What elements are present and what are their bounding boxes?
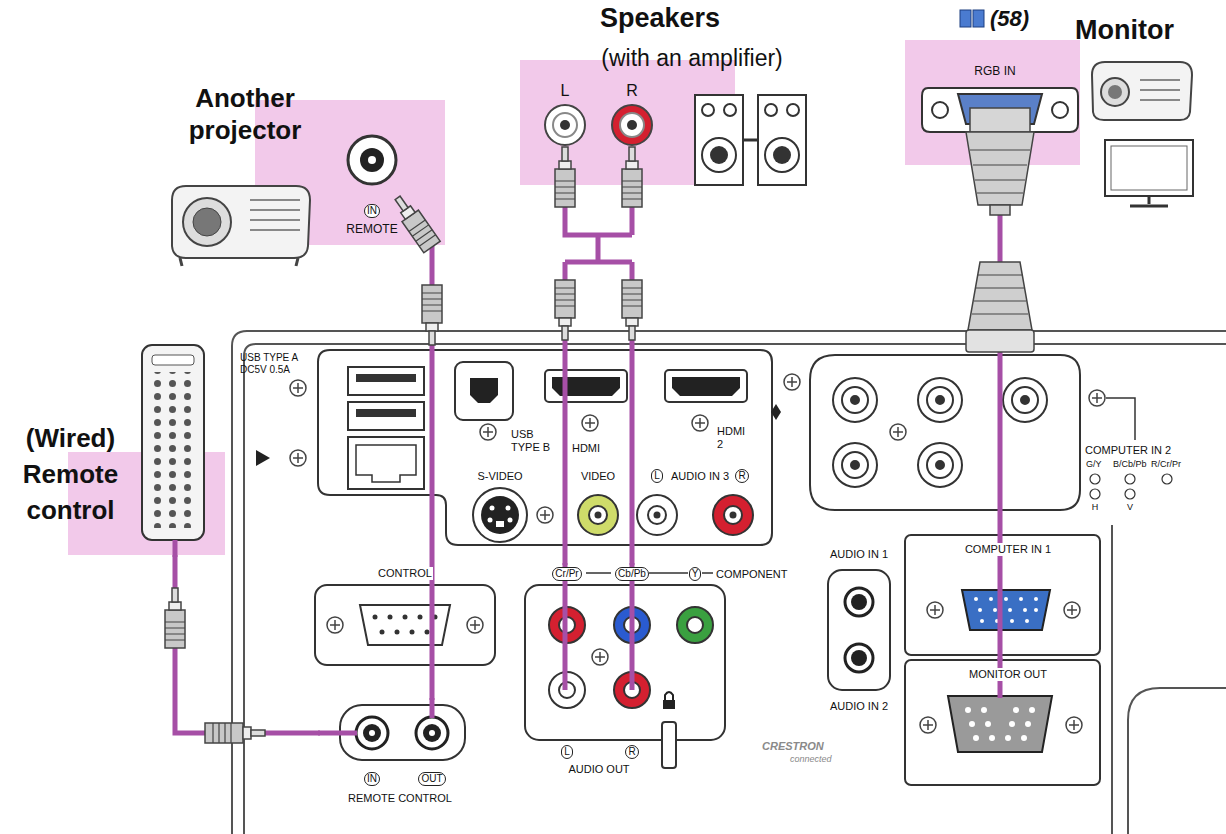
device-heading: Monitor bbox=[1075, 14, 1174, 46]
cable bbox=[175, 555, 320, 733]
channel-label: L bbox=[561, 82, 570, 100]
port-label: MONITOR OUT bbox=[968, 668, 1048, 681]
device-heading: Another projector bbox=[160, 82, 330, 146]
device-highlight: Speakers(with an amplifier)LR bbox=[520, 60, 735, 185]
port-label: S-VIDEO bbox=[476, 470, 523, 483]
channel-label: R bbox=[735, 469, 748, 483]
audio-in-drawing bbox=[828, 570, 890, 690]
signal-label: Y bbox=[689, 567, 702, 581]
signal-label: Cr/Pr bbox=[552, 567, 581, 581]
port-label: REMOTE CONTROL bbox=[347, 792, 453, 805]
bnc-panel-drawing bbox=[810, 355, 1172, 510]
computer-in-panel: COMPUTER IN 1 bbox=[905, 535, 1100, 655]
control-port-panel: CONTROL bbox=[315, 565, 495, 665]
signal-label: V bbox=[1127, 502, 1133, 513]
audio-in-panel: AUDIO IN 1 AUDIO IN 2 bbox=[815, 540, 905, 730]
housing-outline bbox=[232, 331, 1226, 834]
cable-end bbox=[318, 563, 1000, 733]
connector-panel: USB TYPE B HDMI HDMI 2 S-VIDEO VIDEO L AUDIO I… bbox=[318, 350, 772, 545]
port-label: VIDEO bbox=[580, 470, 616, 483]
port-label: OUT bbox=[418, 772, 445, 786]
port-label: USB TYPE A DC5V 0.5A bbox=[240, 352, 302, 376]
channel-label: R bbox=[625, 745, 638, 759]
logo-text: CRESTRON bbox=[762, 740, 824, 753]
port-label: AUDIO IN 1 bbox=[829, 548, 889, 561]
port-label: AUDIO IN 2 bbox=[829, 700, 889, 713]
remote-jacks-drawing bbox=[340, 705, 465, 760]
port-label: AUDIO OUT bbox=[567, 763, 630, 776]
signal-label: Cb/Pb bbox=[615, 567, 649, 581]
signal-label: H bbox=[1092, 502, 1099, 513]
cable bbox=[565, 185, 632, 565]
logo-text: connected bbox=[790, 754, 832, 765]
channel-label: L bbox=[651, 469, 663, 483]
port-label: USB TYPE B bbox=[510, 428, 558, 454]
component-audio-drawing bbox=[525, 573, 725, 768]
port-label: REMOTE bbox=[346, 222, 397, 236]
port-label: RGB IN bbox=[974, 64, 1015, 78]
device-highlight: (Wired) Remote control bbox=[68, 452, 225, 555]
signal-label: R/Cr/Pr bbox=[1151, 459, 1181, 470]
port-label: HDMI 2 bbox=[716, 425, 754, 451]
channel-label: L bbox=[561, 745, 573, 759]
port-label: COMPUTER IN 2 bbox=[1085, 444, 1171, 457]
port-label: AUDIO IN 3 bbox=[670, 470, 730, 483]
device-highlight: (58)RGB INMonitor bbox=[905, 40, 1080, 165]
port-label: CONTROL bbox=[377, 567, 433, 580]
control-port-drawing bbox=[315, 585, 495, 665]
plug bbox=[165, 280, 642, 743]
cable bbox=[998, 165, 1003, 660]
connector-panel-drawing bbox=[256, 350, 800, 545]
port-label: COMPUTER IN 1 bbox=[964, 543, 1052, 556]
channel-label: R bbox=[626, 82, 638, 100]
signal-label: B/Cb/Pb bbox=[1113, 459, 1147, 470]
page-reference: (58) bbox=[990, 6, 1029, 32]
remote-control-panel: IN OUT REMOTE CONTROL bbox=[320, 700, 480, 820]
monitor-out-panel: MONITOR OUT bbox=[905, 660, 1100, 785]
device-heading: (Wired) Remote control bbox=[8, 420, 133, 528]
port-label: COMPONENT bbox=[715, 568, 789, 581]
device-subheading: (with an amplifier) bbox=[601, 44, 783, 72]
signal-label: G/Y bbox=[1086, 459, 1102, 470]
port-label: IN bbox=[364, 204, 380, 218]
port-label: IN bbox=[364, 772, 380, 786]
port-label: HDMI bbox=[571, 442, 601, 455]
device-heading: Speakers bbox=[600, 2, 720, 34]
device-highlight: Another projectorINREMOTE bbox=[255, 100, 445, 245]
dsub-plug bbox=[966, 262, 1034, 352]
